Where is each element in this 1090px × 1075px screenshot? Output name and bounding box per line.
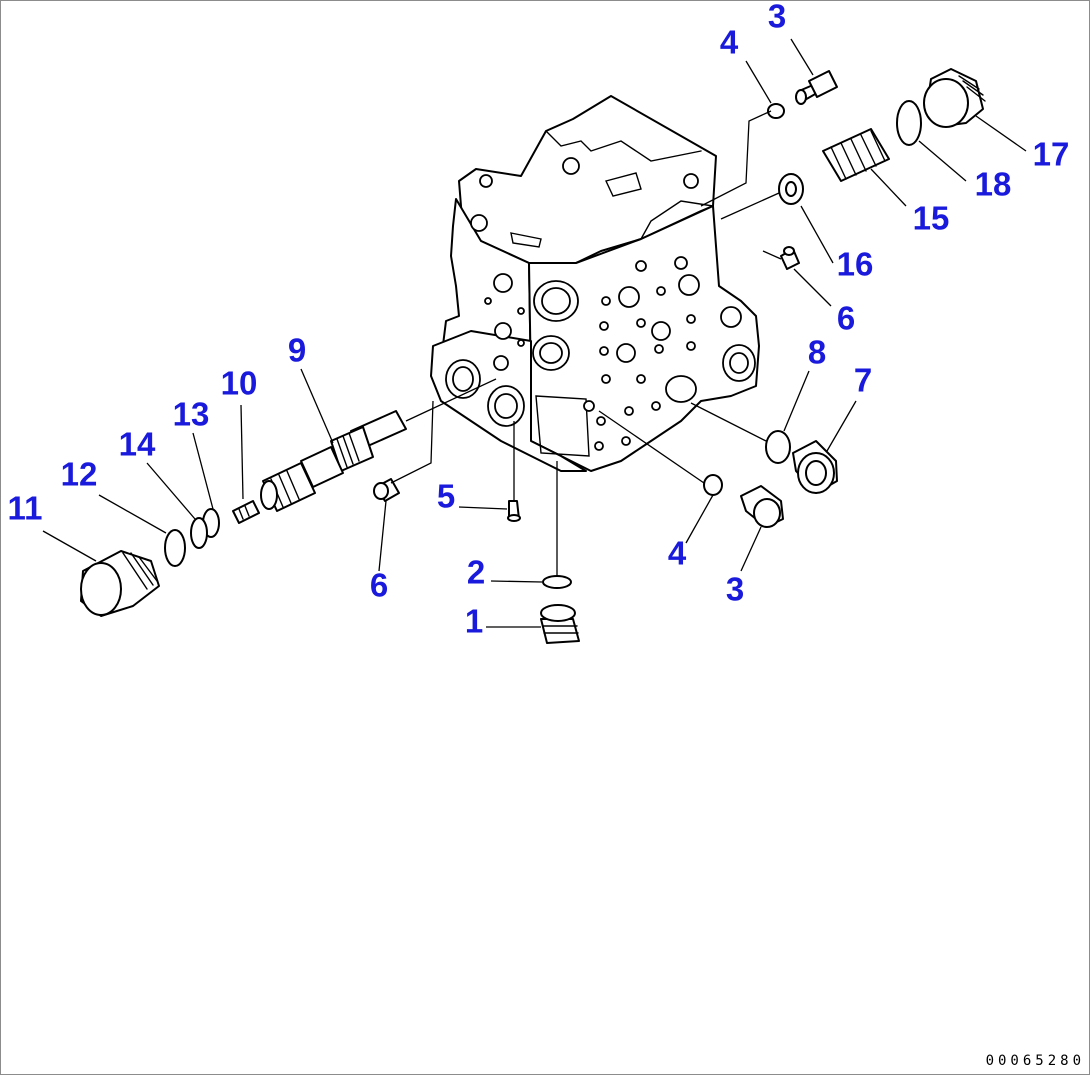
callout-16: 16 xyxy=(837,246,874,283)
callout-3-top: 3 xyxy=(768,1,786,35)
part-6-plug-left xyxy=(373,478,400,502)
callout-labels: 3 4 17 18 15 16 6 8 7 9 10 13 14 12 11 5… xyxy=(8,1,1070,640)
part-17-plug-cap xyxy=(923,68,986,128)
part-2-oring xyxy=(542,575,572,589)
part-3-plug-bottom xyxy=(740,485,784,528)
part-4-oring-bottom xyxy=(703,474,723,496)
part-8-oring xyxy=(765,430,791,464)
callout-6-right: 6 xyxy=(837,300,855,337)
callout-15: 15 xyxy=(913,200,950,237)
callout-18: 18 xyxy=(975,166,1012,203)
callout-10: 10 xyxy=(221,365,258,402)
part-3-plug-top xyxy=(795,70,838,105)
callout-6-left: 6 xyxy=(370,567,388,604)
valve-body xyxy=(430,95,760,472)
part-4-oring-top xyxy=(767,103,785,119)
callout-1: 1 xyxy=(465,603,483,640)
callout-8: 8 xyxy=(808,334,826,371)
callout-13: 13 xyxy=(173,396,210,433)
callout-12: 12 xyxy=(61,456,98,493)
callout-14: 14 xyxy=(119,426,156,463)
callout-9: 9 xyxy=(288,332,306,369)
part-5-screw xyxy=(507,500,521,522)
callout-3-bottom: 3 xyxy=(726,571,744,608)
callout-5: 5 xyxy=(437,478,455,515)
part-7-plug xyxy=(792,440,838,494)
callout-4-top: 4 xyxy=(720,24,739,61)
part-14-ring xyxy=(190,517,208,549)
callout-2: 2 xyxy=(467,554,485,591)
callout-7: 7 xyxy=(854,362,872,399)
callout-4-bottom: 4 xyxy=(668,535,687,572)
part-9-spool xyxy=(260,410,407,512)
part-18-oring xyxy=(896,100,922,146)
part-11-cap xyxy=(80,550,160,617)
drawing-number: 00065280 xyxy=(986,1053,1085,1069)
part-10-pin xyxy=(232,500,260,524)
part-12-oring xyxy=(164,529,186,567)
part-15-spring xyxy=(822,128,890,182)
part-16-washer xyxy=(778,173,804,205)
leader-lines xyxy=(42,38,1027,628)
part-6-plug-right xyxy=(780,246,800,270)
part-1-plug xyxy=(540,604,580,644)
callout-11: 11 xyxy=(8,490,43,527)
callout-17: 17 xyxy=(1033,136,1070,173)
